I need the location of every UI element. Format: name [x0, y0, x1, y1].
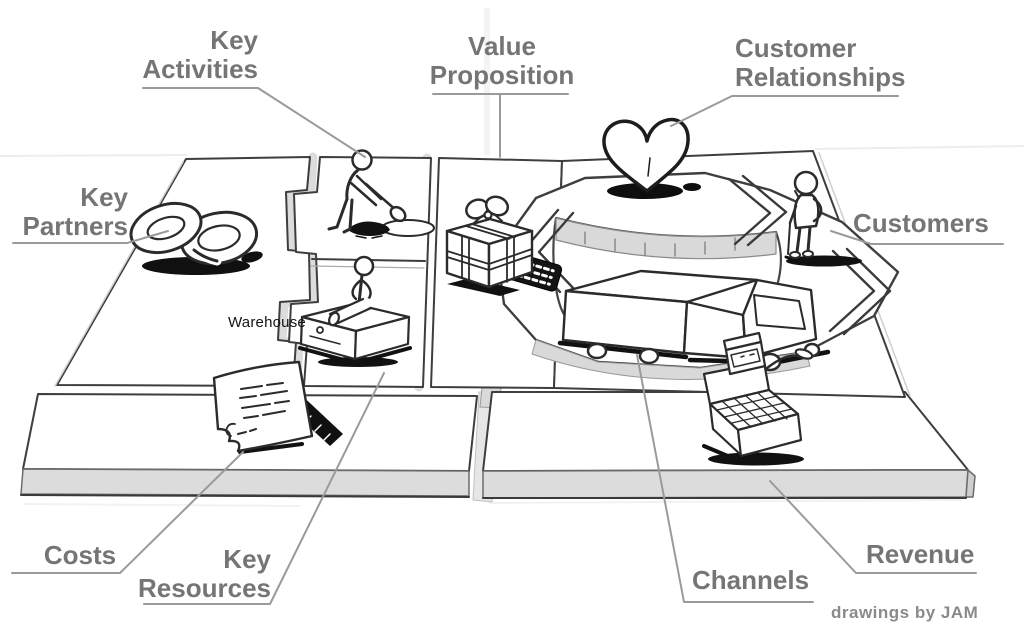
label-key-resources: Key Resources	[138, 544, 271, 604]
label-customer-relationships: Customer Relationships	[735, 33, 906, 93]
heart-icon	[602, 118, 701, 199]
gift-box-and-calculator-icon	[445, 195, 563, 296]
label-value-proposition: Value Proposition	[429, 31, 575, 91]
label-key-partners: Key Partners	[22, 182, 129, 242]
worker-with-machine-icon	[298, 255, 412, 367]
label-customers: Customers	[853, 208, 989, 238]
signature-drawings-by-jam: drawings by JAM	[831, 603, 979, 622]
delivery-truck-icon	[557, 269, 831, 372]
linked-rings-icon	[129, 201, 263, 275]
ring-arrow-chevrons	[521, 174, 892, 336]
label-costs: Costs	[43, 540, 117, 570]
cash-register-icon	[702, 331, 814, 466]
label-key-activities: Key Activities	[142, 25, 258, 85]
background-guide-lines	[0, 8, 1024, 507]
label-channels: Channels	[692, 565, 810, 595]
label-warehouse: Warehouse	[228, 314, 306, 331]
label-revenue: Revenue	[866, 539, 975, 569]
label-leader-lines	[11, 87, 1004, 605]
bill-document-icon	[212, 360, 343, 454]
standing-person-icon	[784, 170, 862, 267]
digging-person-icon	[327, 149, 435, 239]
